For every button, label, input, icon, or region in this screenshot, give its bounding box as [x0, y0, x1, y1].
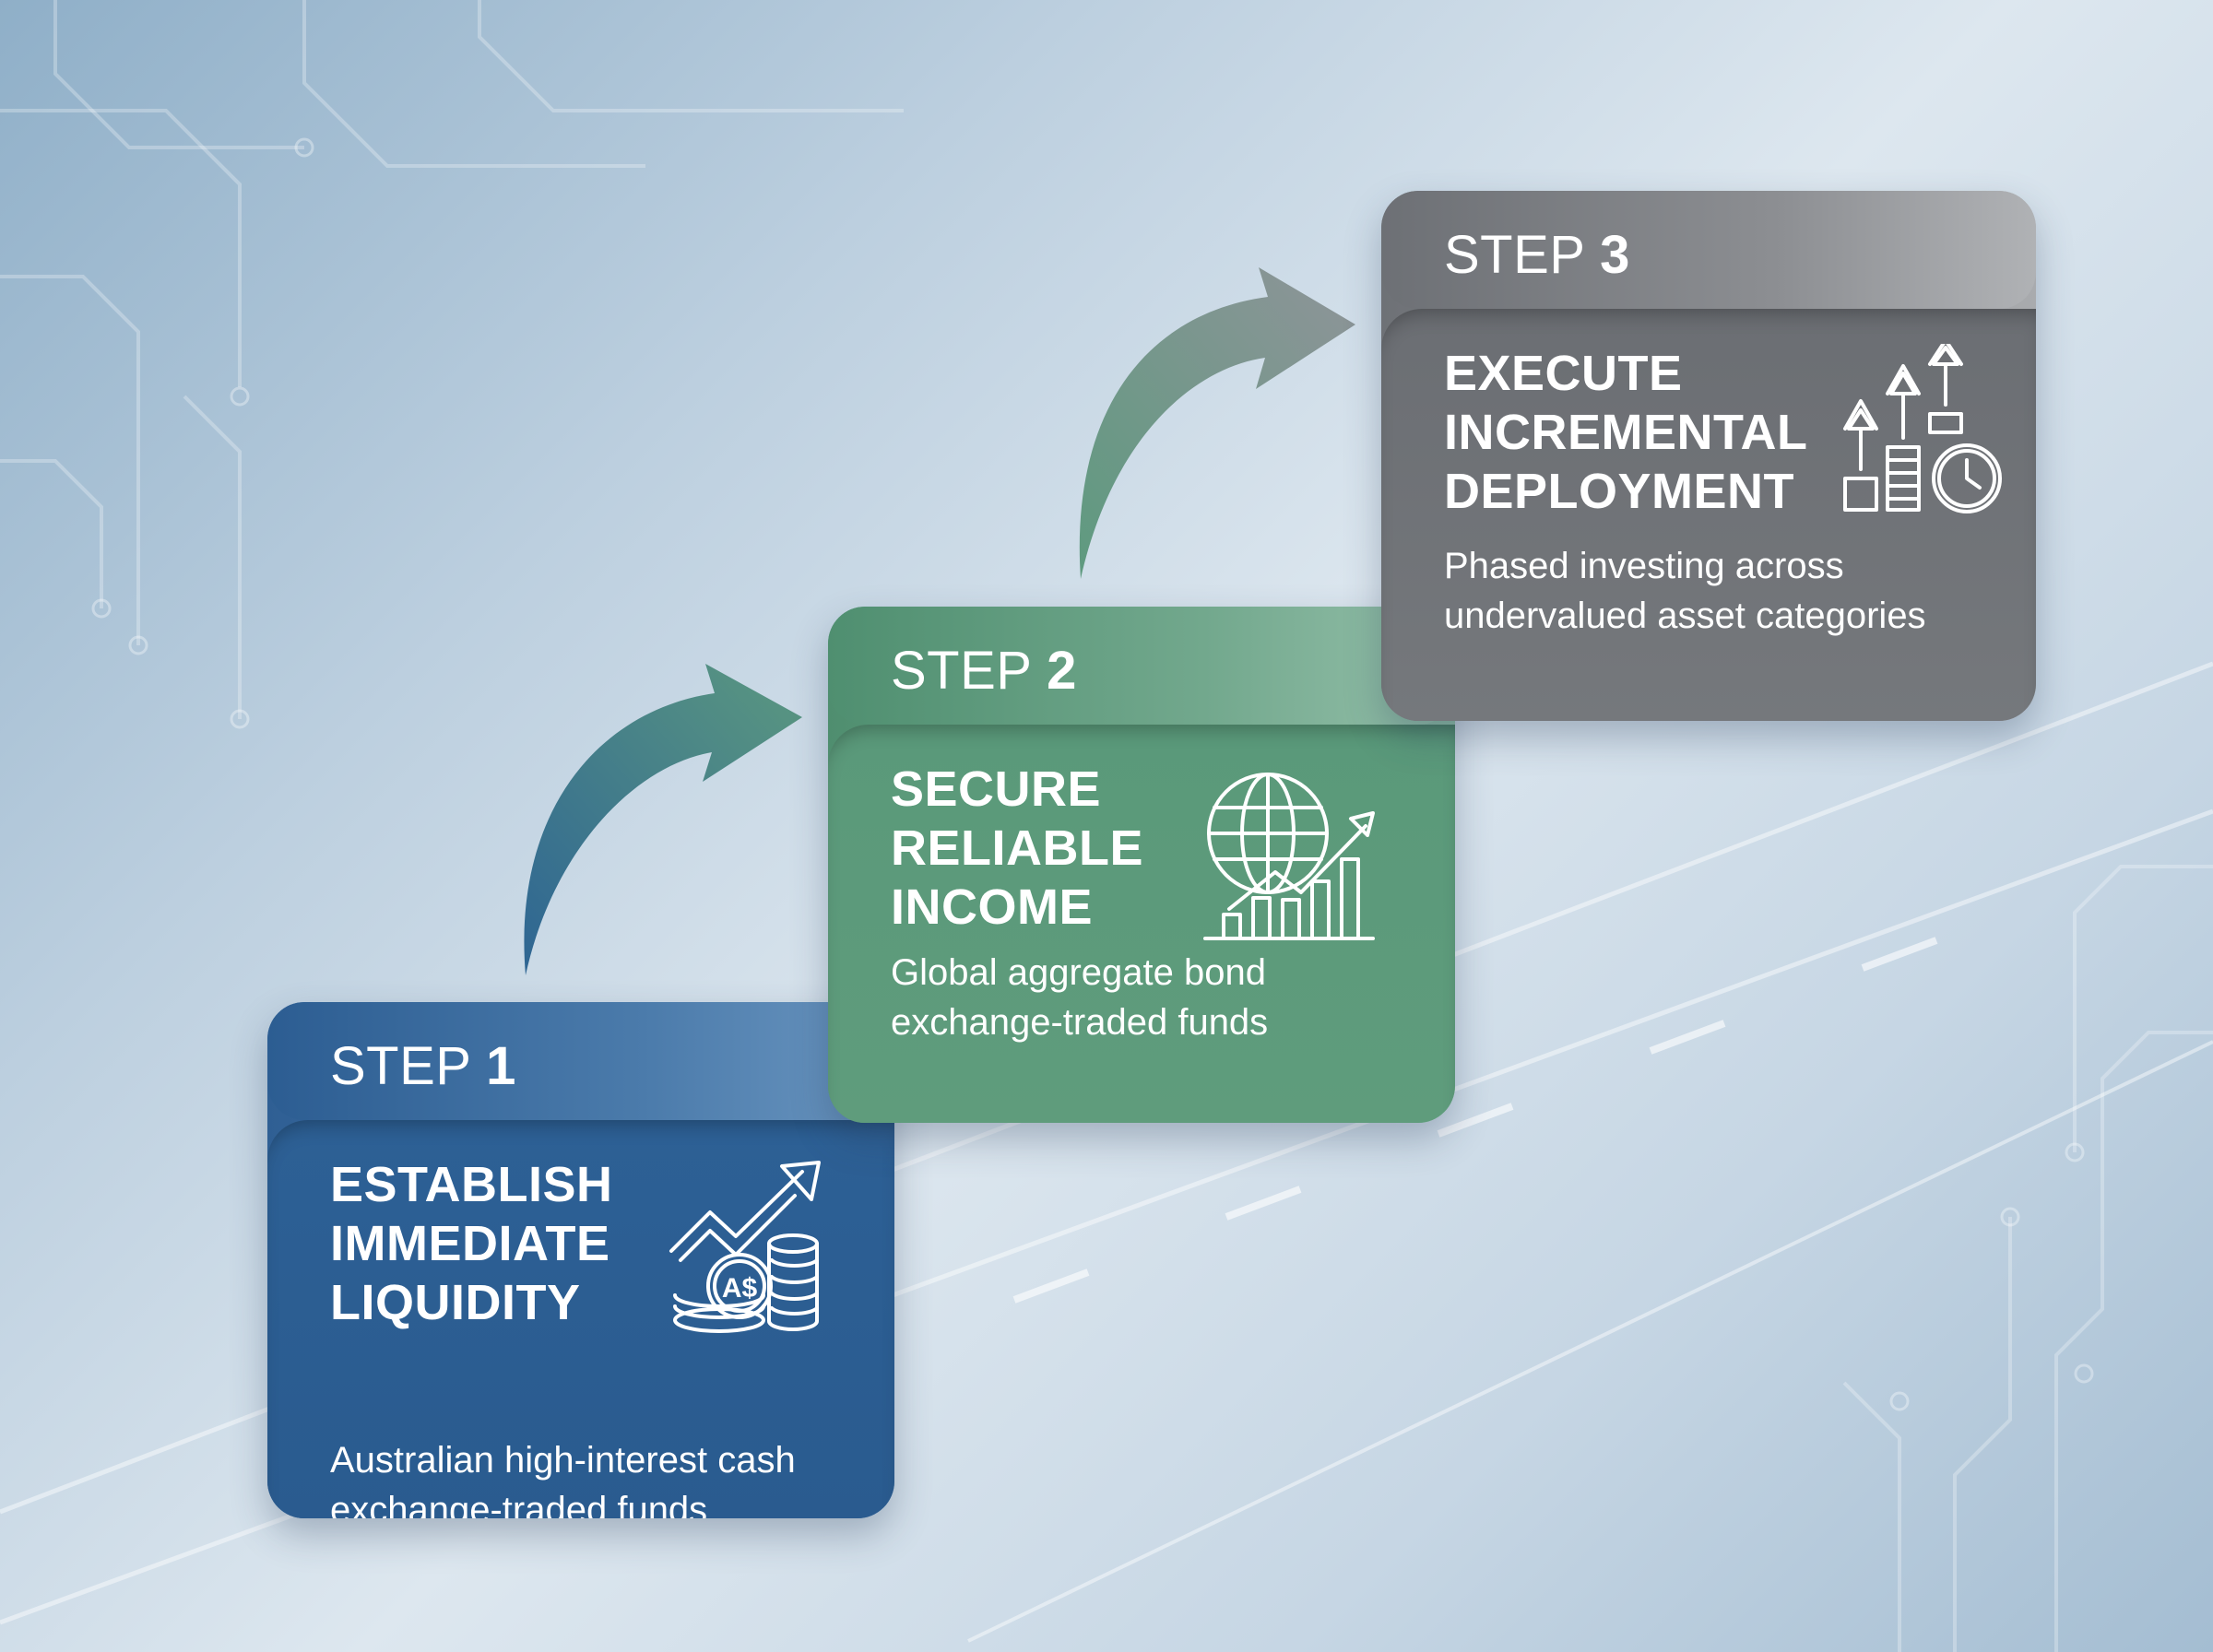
- step-card-2: STEP 2 SECURE RELIABLE INCOME Global agg…: [828, 607, 1455, 1123]
- step-body: SECURE RELIABLE INCOME Global aggregate …: [828, 725, 1455, 1123]
- step-title: SECURE RELIABLE INCOME: [891, 760, 1143, 937]
- step-description: Global aggregate bond exchange-traded fu…: [891, 948, 1268, 1047]
- step-description: Australian high-interest cash exchange-t…: [330, 1435, 796, 1518]
- step-word: STEP: [891, 641, 1032, 701]
- incremental-growth-clock-icon: [1843, 344, 2002, 513]
- title-line: ESTABLISH: [330, 1157, 613, 1212]
- step-word: STEP: [330, 1036, 471, 1096]
- title-line: EXECUTE: [1444, 346, 1683, 401]
- title-line: SECURE: [891, 761, 1102, 817]
- desc-line: Australian high-interest cash: [330, 1440, 796, 1481]
- step-label: STEP 1: [330, 1035, 516, 1097]
- step-number: 1: [486, 1036, 516, 1096]
- step-body: ESTABLISH IMMEDIATE LIQUIDITY Australian…: [267, 1120, 894, 1518]
- step-title: ESTABLISH IMMEDIATE LIQUIDITY: [330, 1155, 613, 1332]
- title-line: LIQUIDITY: [330, 1275, 581, 1330]
- globe-chart-icon: [1203, 773, 1375, 940]
- title-line: INCOME: [891, 879, 1093, 935]
- step-word: STEP: [1444, 225, 1585, 285]
- step-card-1: STEP 1 ESTABLISH IMMEDIATE LIQUIDITY Aus…: [267, 1002, 894, 1518]
- step-header: STEP 2: [828, 607, 1455, 725]
- currency-symbol: A$: [722, 1273, 758, 1304]
- step-number: 2: [1047, 641, 1077, 701]
- arrow-step1-to-step2: [524, 664, 802, 975]
- cash-growth-icon: A$: [669, 1161, 821, 1333]
- desc-line: Phased investing across: [1444, 546, 1844, 586]
- step-number: 3: [1600, 225, 1630, 285]
- desc-line: Global aggregate bond: [891, 952, 1266, 993]
- desc-line: exchange-traded funds: [330, 1490, 708, 1518]
- step-description: Phased investing across undervalued asse…: [1444, 541, 1926, 641]
- title-line: IMMEDIATE: [330, 1216, 610, 1271]
- step-header: STEP 1: [267, 1002, 894, 1120]
- step-label: STEP 3: [1444, 224, 1630, 286]
- step-label: STEP 2: [891, 640, 1077, 702]
- step-title: EXECUTE INCREMENTAL DEPLOYMENT: [1444, 344, 1807, 521]
- title-line: DEPLOYMENT: [1444, 464, 1795, 519]
- desc-line: undervalued asset categories: [1444, 596, 1926, 636]
- step-card-3: STEP 3 EXECUTE INCREMENTAL DEPLOYMENT Ph…: [1381, 191, 2036, 721]
- desc-line: exchange-traded funds: [891, 1002, 1269, 1043]
- arrow-step2-to-step3: [1079, 267, 1355, 579]
- title-line: RELIABLE: [891, 820, 1143, 876]
- step-body: EXECUTE INCREMENTAL DEPLOYMENT Phased in…: [1381, 309, 2036, 721]
- step-header: STEP 3: [1381, 191, 2036, 309]
- title-line: INCREMENTAL: [1444, 405, 1808, 460]
